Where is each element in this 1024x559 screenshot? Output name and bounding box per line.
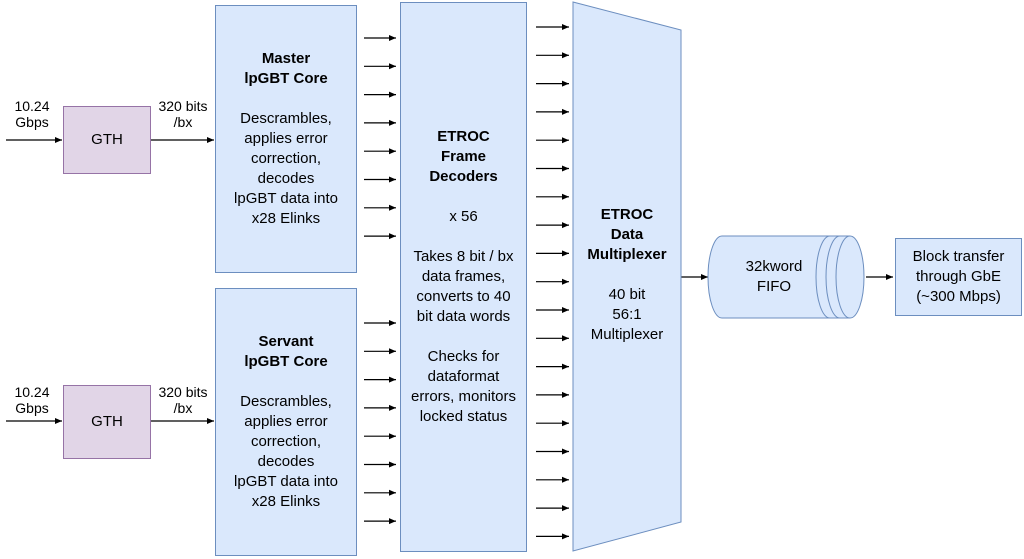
input-bits-label-1: 320 bits/bx [158,98,208,130]
gth-label: GTH [91,131,123,148]
frame-decoders-count: x 56 [449,208,478,225]
gth-label: GTH [91,413,123,430]
gth-box-1: GTH [63,106,151,174]
gth-box-2: GTH [63,385,151,459]
input-bits-label-2: 320 bits/bx [158,384,208,416]
